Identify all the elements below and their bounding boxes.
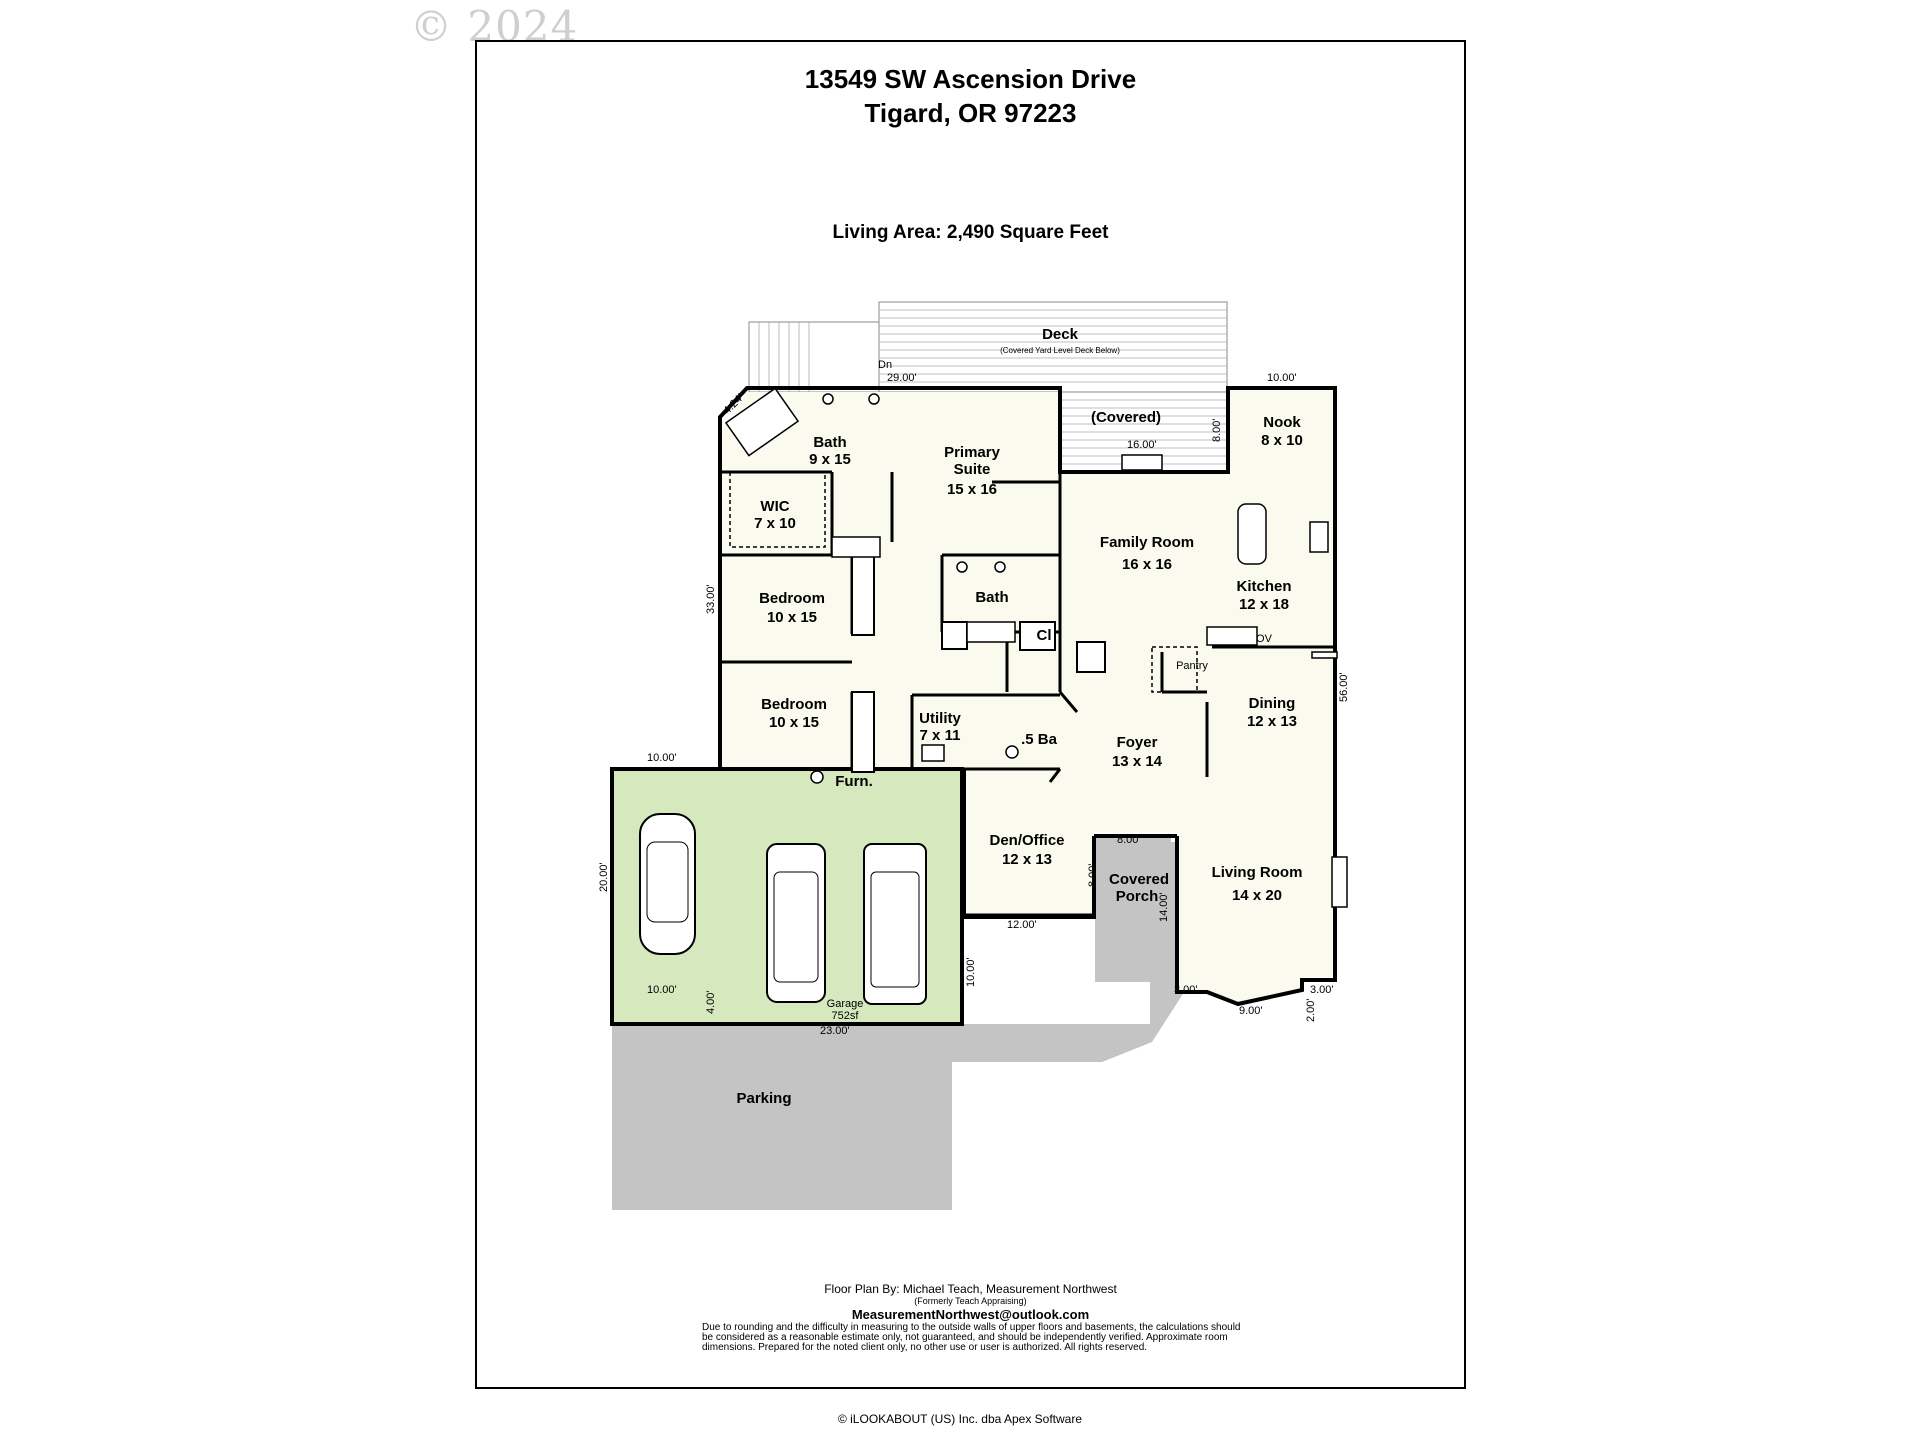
- kitchen-name: Kitchen: [1236, 578, 1291, 595]
- primary-size: 15 x 16: [947, 481, 997, 498]
- wic-name: WIC: [760, 498, 789, 515]
- floor-plan-credit: Floor Plan By: Michael Teach, Measuremen…: [824, 1282, 1117, 1296]
- utility-size: 7 x 11: [920, 727, 961, 744]
- dim-3b: 3.00': [1310, 984, 1334, 996]
- dim-10a: 10.00': [1267, 372, 1297, 384]
- dim-8c: 8.00': [1087, 863, 1099, 887]
- utility-name: Utility: [919, 710, 961, 727]
- dining-size: 12 x 13: [1247, 713, 1297, 730]
- deck-note: (Covered Yard Level Deck Below): [1000, 346, 1120, 355]
- dim-29: 29.00': [887, 372, 917, 384]
- den-size: 12 x 13: [1002, 851, 1052, 868]
- dim-8a: 8.00': [1211, 418, 1223, 442]
- dim-10c: 10.00': [965, 957, 977, 987]
- foyer-size: 13 x 14: [1112, 753, 1163, 770]
- wic-size: 7 x 10: [754, 515, 796, 532]
- porch-name-2: Porch: [1116, 888, 1159, 905]
- garage-area: 752sf: [832, 1010, 860, 1022]
- dining-name: Dining: [1249, 695, 1296, 712]
- copyright-line: © iLOOKABOUT (US) Inc. dba Apex Software: [837, 1412, 1083, 1426]
- living-room-size: 14 x 20: [1232, 887, 1282, 904]
- kitchen-size: 12 x 18: [1239, 596, 1289, 613]
- fixtures: [724, 387, 1348, 908]
- nook-name: Nook: [1263, 414, 1301, 431]
- formerly-note: (Formerly Teach Appraising): [914, 1296, 1027, 1306]
- garage-cars: [639, 813, 927, 1005]
- bath1-name: Bath: [813, 434, 846, 451]
- dim-8b: 8.00': [1117, 834, 1141, 846]
- copyright-watermark: © 2024: [410, 2, 579, 51]
- dim-3a: 3.00': [1174, 984, 1198, 996]
- floor-plan-sheet: 13549 SW Ascension Drive Tigard, OR 9722…: [475, 40, 1466, 1389]
- porch-floor: [1095, 836, 1171, 982]
- covered-deck-label: (Covered): [1091, 409, 1161, 426]
- bedroom2-name: Bedroom: [761, 696, 827, 713]
- interior-walls: [722, 470, 1335, 917]
- bedroom2-size: 10 x 15: [769, 714, 819, 731]
- dim-12: 12.00': [1007, 919, 1037, 931]
- primary-name-1: Primary: [944, 444, 1001, 461]
- dim-9: 9.00': [1239, 1005, 1263, 1017]
- deck-area: [748, 301, 1228, 393]
- pantry-label: Pantry: [1176, 660, 1208, 672]
- oven-label: OV: [1256, 633, 1273, 645]
- foyer-name: Foyer: [1117, 734, 1158, 751]
- deck-label: Deck: [1042, 326, 1079, 343]
- porch-name-1: Covered: [1109, 871, 1169, 888]
- living-room-name: Living Room: [1212, 864, 1303, 881]
- contact-email: MeasurementNorthwest@outlook.com: [851, 1307, 1090, 1322]
- stairs-down-label: Dn: [878, 359, 892, 371]
- bath2-name: Bath: [975, 589, 1008, 606]
- dim-56: 56.00': [1338, 672, 1350, 702]
- primary-name-2: Suite: [954, 461, 991, 478]
- bedroom1-size: 10 x 15: [767, 609, 817, 626]
- bedroom1-name: Bedroom: [759, 590, 825, 607]
- dim-14: 14.00': [1158, 892, 1170, 922]
- closet-label: Cl: [1037, 627, 1052, 644]
- half-bath-label: .5 Ba: [1021, 731, 1058, 748]
- dim-33: 33.00': [705, 584, 717, 614]
- garage-name: Garage: [827, 998, 864, 1010]
- bath1-size: 9 x 15: [809, 451, 851, 468]
- family-room-name: Family Room: [1100, 534, 1194, 551]
- address-line-1: 13549 SW Ascension Drive: [804, 64, 1137, 94]
- address-line-2: Tigard, OR 97223: [864, 98, 1077, 128]
- dim-2: 2.00': [1305, 998, 1317, 1022]
- disclaimer: Due to rounding and the difficulty in me…: [702, 1322, 1241, 1353]
- dim-20: 20.00': [598, 862, 610, 892]
- parking-label: Parking: [736, 1090, 791, 1107]
- living-area: Living Area: 2,490 Square Feet: [832, 222, 1109, 243]
- dim-16: 16.00': [1127, 439, 1157, 451]
- dim-10b: 10.00': [647, 752, 677, 764]
- family-room-size: 16 x 16: [1122, 556, 1172, 573]
- furnace-label: Furn.: [835, 773, 873, 790]
- dim-23: 23.00': [820, 1025, 850, 1037]
- dim-10d: 10.00': [647, 984, 677, 996]
- nook-size: 8 x 10: [1261, 432, 1303, 449]
- floor-plan: Deck (Covered Yard Level Deck Below) Dn …: [598, 301, 1350, 1210]
- dim-4: 4.00': [705, 990, 717, 1014]
- den-name: Den/Office: [989, 832, 1064, 849]
